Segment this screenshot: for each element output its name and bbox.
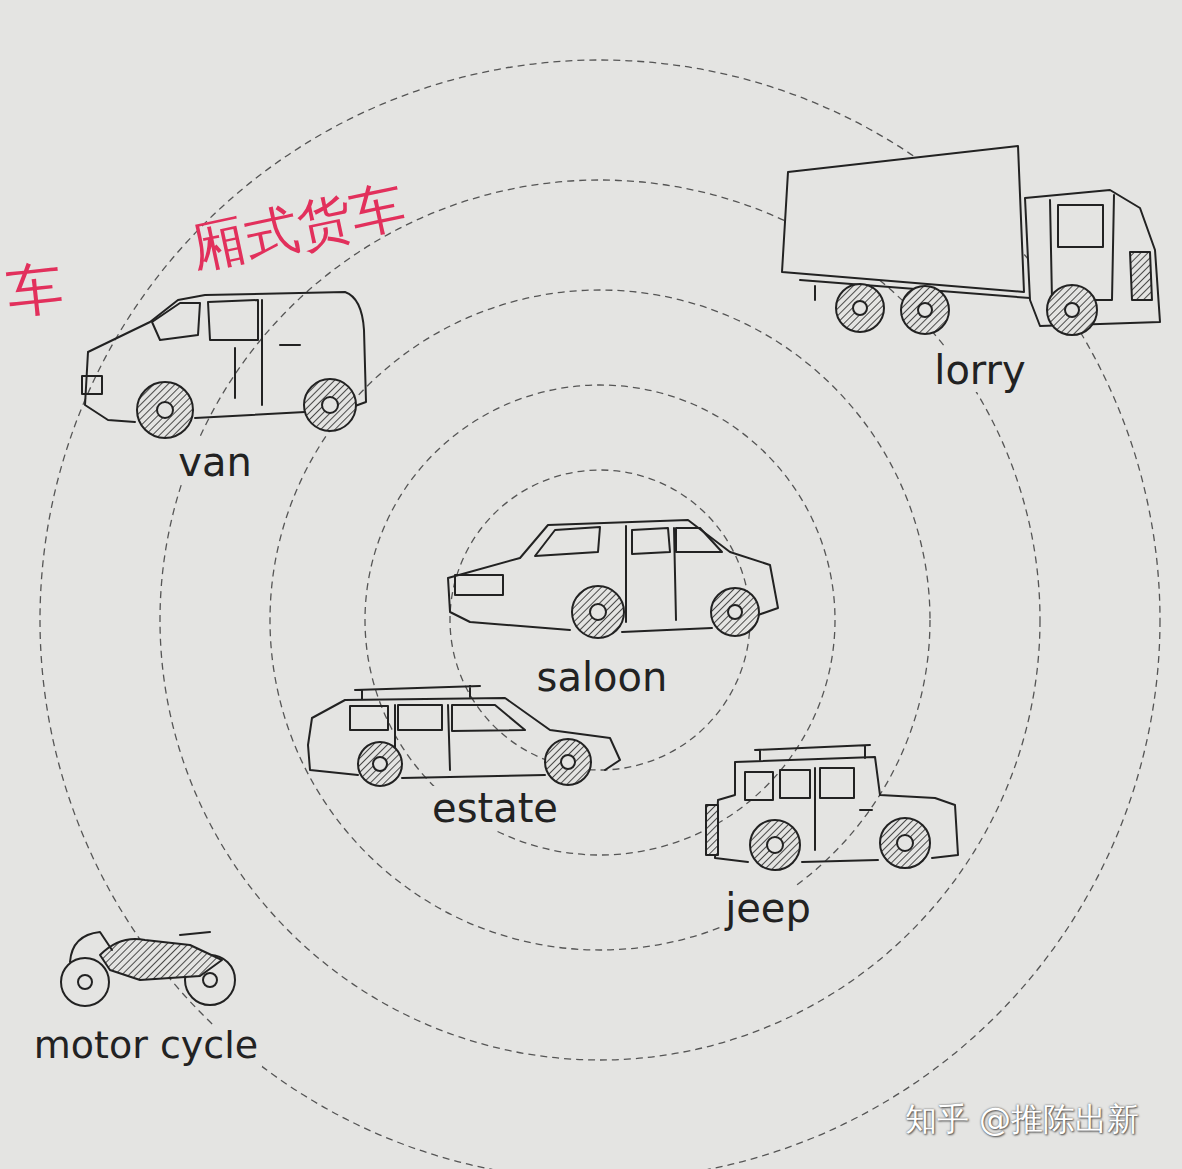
roof-rack bbox=[355, 686, 480, 699]
wheel bbox=[880, 818, 930, 868]
hub bbox=[728, 605, 742, 619]
wheel bbox=[750, 820, 800, 870]
hub bbox=[853, 301, 867, 315]
lorry-door bbox=[1050, 195, 1114, 300]
saloon-window bbox=[535, 527, 600, 556]
hub bbox=[897, 835, 913, 851]
hub bbox=[1065, 303, 1079, 317]
van-door bbox=[235, 300, 300, 405]
hub bbox=[767, 837, 783, 853]
wheel bbox=[61, 958, 109, 1006]
estate-body bbox=[308, 698, 620, 778]
motorcycle-handle bbox=[180, 932, 210, 935]
van-bumper bbox=[82, 376, 102, 394]
wheel bbox=[358, 742, 402, 786]
hub bbox=[203, 973, 217, 987]
spare-wheel bbox=[706, 805, 718, 855]
watermark: 知乎 @推陈出新 bbox=[901, 1102, 1143, 1137]
van-windscreen bbox=[152, 303, 200, 340]
estate-window bbox=[452, 705, 525, 731]
wheel bbox=[304, 379, 356, 431]
category-ring bbox=[160, 180, 1040, 1060]
van-window bbox=[208, 300, 258, 340]
vehicle-label: jeep bbox=[721, 886, 815, 930]
wheel bbox=[901, 286, 949, 334]
lorry-grille bbox=[1130, 252, 1152, 300]
hub bbox=[157, 402, 173, 418]
estate-window bbox=[398, 705, 442, 730]
saloon-grille bbox=[455, 575, 503, 595]
van-body bbox=[85, 292, 366, 422]
vehicle-label: estate bbox=[428, 786, 562, 830]
saloon-door bbox=[626, 526, 676, 622]
saloon-window bbox=[676, 528, 722, 552]
jeep-window bbox=[820, 768, 854, 798]
motorcycle-body bbox=[100, 939, 222, 980]
hub bbox=[561, 755, 575, 769]
vehicle-label: motor cycle bbox=[30, 1025, 262, 1067]
jeep-window bbox=[780, 770, 810, 798]
wheel bbox=[137, 382, 193, 438]
handwritten-note: 厢式货车 bbox=[182, 176, 413, 281]
handwritten-note: 车 bbox=[0, 256, 70, 324]
category-ring bbox=[365, 385, 835, 855]
wheel bbox=[1047, 285, 1097, 335]
vehicle-label: lorry bbox=[930, 348, 1029, 392]
vehicle-label: saloon bbox=[533, 655, 672, 699]
vehicle-label: van bbox=[174, 440, 256, 484]
wheel bbox=[545, 739, 591, 785]
lorry-window bbox=[1058, 205, 1103, 247]
hub bbox=[918, 303, 932, 317]
category-ring bbox=[450, 470, 750, 770]
motorcycle-fairing bbox=[70, 932, 112, 962]
hub bbox=[78, 975, 92, 989]
saloon-window bbox=[632, 528, 670, 554]
estate-window bbox=[350, 706, 388, 730]
category-ring bbox=[40, 60, 1160, 1169]
lorry-body bbox=[782, 146, 1024, 292]
wheel bbox=[711, 588, 759, 636]
wheel bbox=[572, 586, 624, 638]
category-ring bbox=[270, 290, 930, 950]
wheel bbox=[836, 284, 884, 332]
hub bbox=[590, 604, 606, 620]
hub bbox=[373, 757, 387, 771]
hub bbox=[322, 397, 338, 413]
jeep-window bbox=[745, 772, 773, 800]
jeep-door bbox=[815, 768, 872, 850]
estate-door bbox=[395, 705, 450, 772]
